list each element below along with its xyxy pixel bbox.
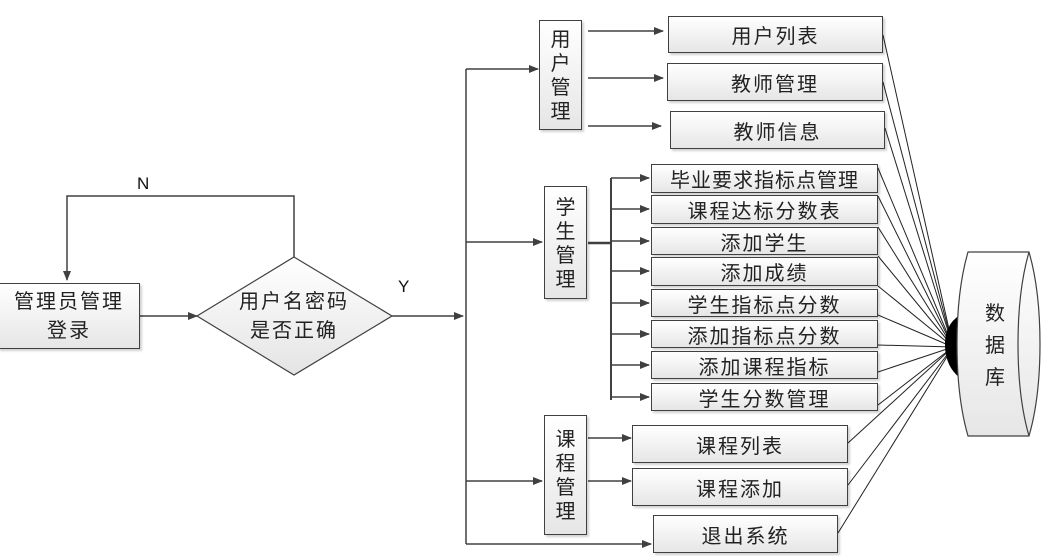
admin-login-line2: 登录	[47, 318, 91, 342]
user-mgmt-char: 理	[550, 99, 571, 123]
database-char: 库	[985, 365, 1005, 389]
course-mgmt-char: 课	[555, 427, 576, 451]
add-course-indicator-box[interactable]: 添加课程指标	[651, 351, 878, 379]
grad-req-indicator-box[interactable]: 毕业要求指标点管理	[651, 164, 878, 193]
database-links	[837, 34, 954, 534]
exit-system-box[interactable]: 退出系统	[653, 515, 838, 553]
database-char: 据	[985, 333, 1005, 357]
course-list-box[interactable]: 课程列表	[632, 425, 848, 463]
database-join-cap	[944, 315, 960, 378]
decision-text: 用户名密码 是否正确	[222, 287, 366, 345]
decision-diamond	[195, 256, 394, 376]
database-char: 数	[985, 301, 1005, 325]
user-mgmt-box[interactable]: 用 户 管 理	[539, 20, 582, 130]
course-mgmt-char: 程	[555, 451, 576, 475]
admin-login-box[interactable]: 管理员管理 登录	[0, 283, 140, 349]
user-mgmt-char: 户	[550, 51, 571, 75]
user-mgmt-char: 管	[550, 75, 571, 99]
database-end-curve	[1017, 251, 1030, 437]
database-label: 数 据 库	[977, 297, 1013, 393]
course-mgmt-char: 理	[555, 499, 576, 523]
add-grade-box[interactable]: 添加成绩	[651, 257, 878, 286]
teacher-info-box[interactable]: 教师信息	[670, 111, 885, 149]
course-mgmt-char: 管	[555, 475, 576, 499]
user-mgmt-char: 用	[550, 27, 571, 51]
add-course-box[interactable]: 课程添加	[632, 468, 848, 506]
course-mgmt-box[interactable]: 课 程 管 理	[544, 415, 587, 535]
decision-line1: 用户名密码	[239, 289, 349, 313]
student-indicator-score-box[interactable]: 学生指标点分数	[651, 289, 878, 317]
yes-label: Y	[398, 277, 410, 296]
no-loop-line	[63, 195, 295, 281]
decision-line2: 是否正确	[250, 318, 338, 342]
no-label: N	[137, 174, 150, 193]
student-mgmt-char: 生	[555, 218, 576, 243]
teacher-mgmt-box[interactable]: 教师管理	[667, 63, 883, 101]
student-mgmt-char: 管	[555, 242, 576, 267]
student-mgmt-char: 学	[555, 194, 576, 219]
admin-login-line1: 管理员管理	[14, 289, 124, 313]
student-score-mgmt-box[interactable]: 学生分数管理	[651, 383, 878, 411]
add-indicator-score-box[interactable]: 添加指标点分数	[651, 320, 878, 348]
student-mgmt-char: 理	[555, 266, 576, 291]
course-score-table-box[interactable]: 课程达标分数表	[651, 195, 878, 224]
user-list-box[interactable]: 用户列表	[668, 16, 883, 53]
add-student-box[interactable]: 添加学生	[651, 227, 878, 255]
student-mgmt-box[interactable]: 学 生 管 理	[544, 186, 587, 299]
